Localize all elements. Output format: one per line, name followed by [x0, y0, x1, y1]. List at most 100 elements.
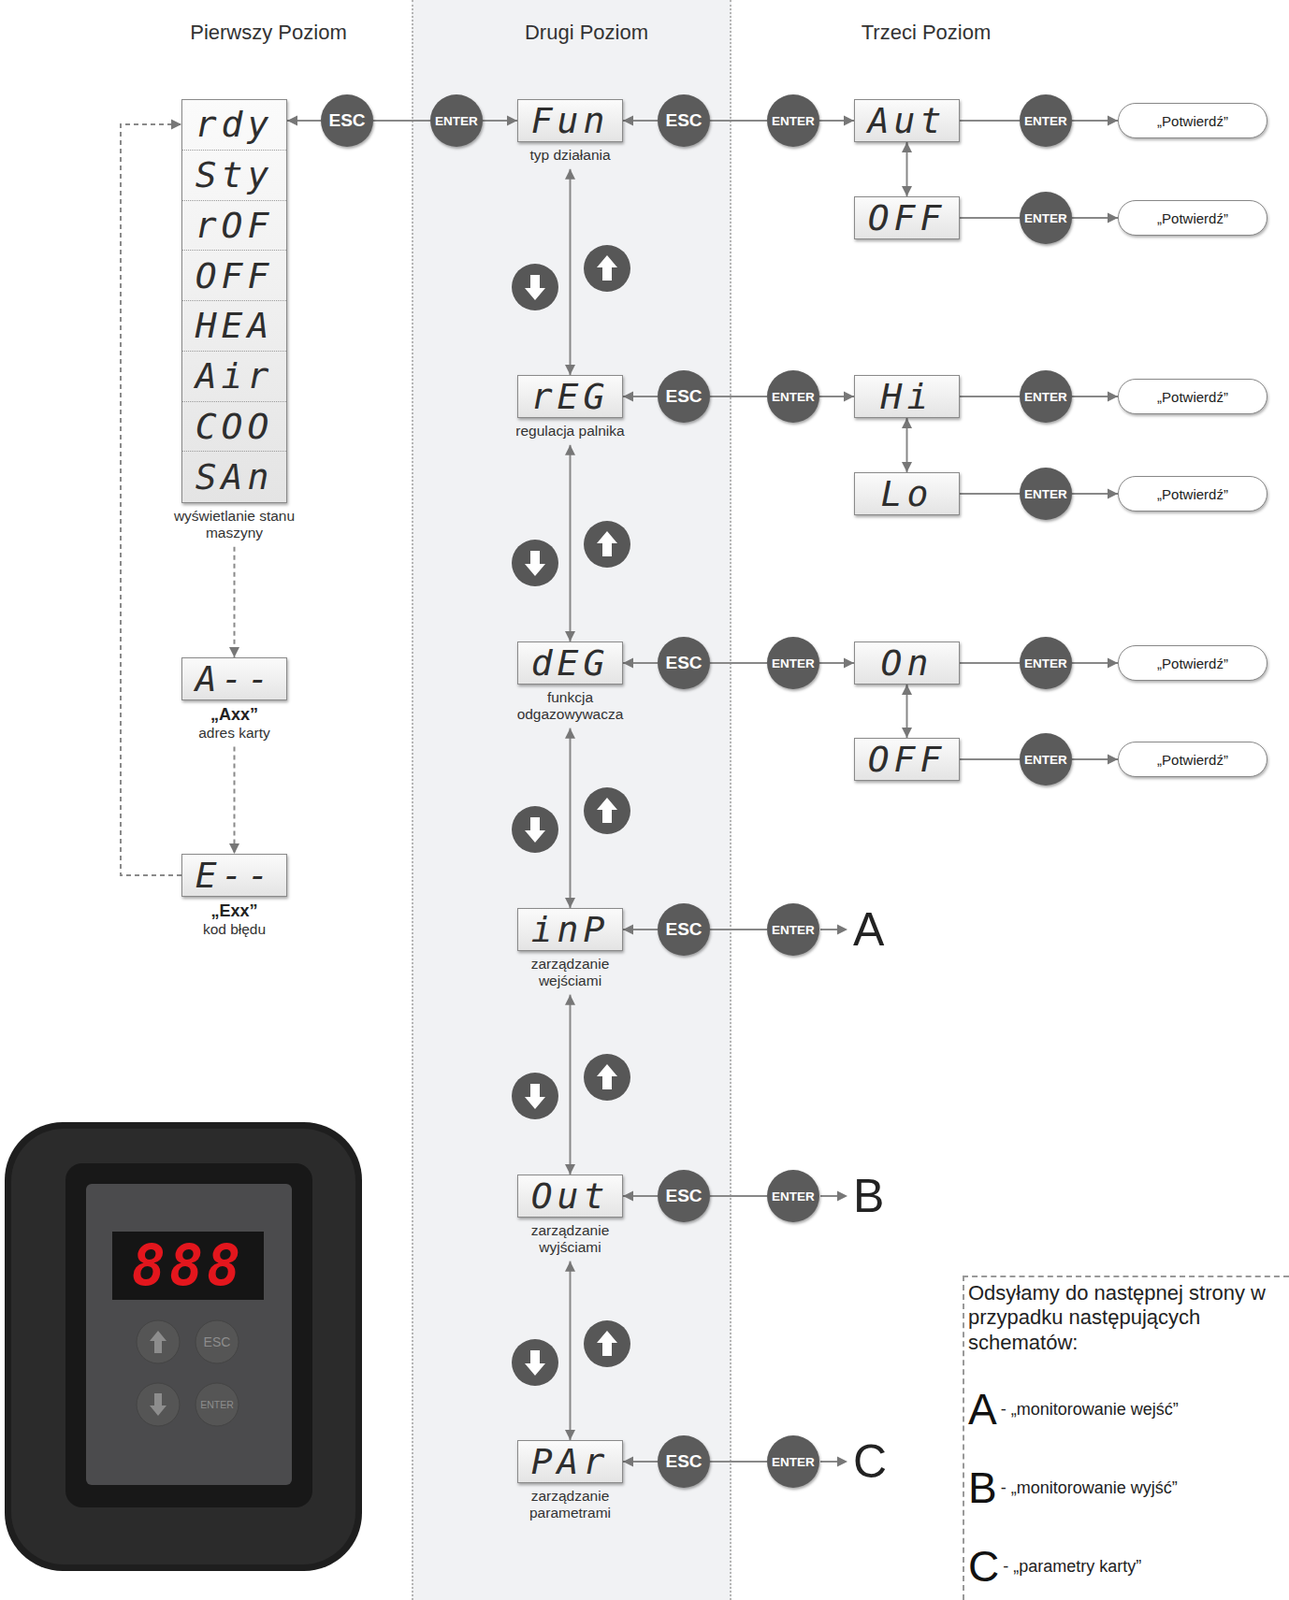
connector — [959, 759, 1020, 761]
arrow-head — [901, 684, 913, 696]
button-label: ENTER — [1024, 753, 1068, 768]
button-label: ESC — [665, 1451, 702, 1473]
caption: regulacja palnika — [509, 418, 632, 446]
connector-line — [569, 169, 572, 376]
connector — [709, 396, 768, 398]
caption-text: kod błędu — [173, 921, 296, 939]
display-text: inP — [531, 912, 610, 948]
arrow-head — [229, 843, 240, 855]
button-label: ENTER — [1024, 211, 1068, 226]
pill-node: „Potwierdź” — [1117, 102, 1268, 139]
caption: zarządzanie wyjściami — [509, 1217, 632, 1262]
connector-line — [120, 124, 182, 876]
arrow-head — [843, 115, 855, 127]
note-row: A- „monitorowanie wejść” — [968, 1370, 1286, 1449]
connector-line — [959, 662, 1020, 665]
button-label: ENTER — [771, 1189, 815, 1204]
reference-arrow — [820, 1461, 841, 1463]
arrow-head — [843, 658, 855, 669]
device-housing-inner — [11, 1129, 356, 1565]
arrow-head — [564, 169, 576, 180]
button-label: ESC — [665, 652, 702, 674]
arrow-head — [622, 1457, 634, 1468]
connector-line — [709, 1195, 768, 1198]
display-face: OFF — [854, 738, 960, 782]
connector — [709, 929, 768, 931]
display-text: Aut — [868, 102, 947, 139]
caption: zarządzanie parametrami — [509, 1483, 632, 1528]
arrow-head — [564, 1261, 576, 1273]
up-button-icon — [583, 1054, 631, 1101]
caption-text: „Axx” — [173, 705, 296, 725]
arrow-head — [1107, 391, 1118, 403]
arrow-head — [564, 631, 576, 642]
display-text: Fun — [531, 102, 610, 139]
arrow-head — [837, 1457, 848, 1468]
display-text: Air — [195, 358, 275, 394]
display-text: SAn — [195, 459, 275, 495]
connector — [564, 728, 576, 909]
connector — [1071, 213, 1118, 224]
connector — [819, 391, 855, 403]
arrow-head — [843, 391, 855, 403]
display-row: Sty — [182, 150, 287, 202]
caption: zarządzanie wejściami — [509, 951, 632, 996]
connector — [1071, 391, 1118, 403]
caption-text: zarządzanie parametrami — [509, 1488, 632, 1522]
circ-node: ENTER — [1019, 191, 1072, 245]
connector-line — [959, 217, 1020, 219]
display-face: Fun — [517, 99, 623, 143]
display-text: Hi — [881, 378, 934, 415]
arrow-head — [837, 1191, 848, 1203]
arrow-head — [901, 727, 913, 739]
label: Pierwszy Poziom — [128, 20, 409, 45]
display-row: Air — [182, 351, 287, 403]
connector-line — [709, 662, 768, 665]
display-face: rEG — [517, 375, 623, 419]
circ-node: ESC — [657, 903, 710, 956]
connector — [622, 925, 658, 936]
pill-node: „Potwierdź” — [1117, 476, 1268, 512]
connector — [622, 115, 658, 127]
arrow-head — [901, 418, 913, 429]
reference-letter: C — [968, 1545, 1000, 1589]
reference-text: - „monitorowanie wyjść” — [1000, 1478, 1178, 1499]
display-text: rdy — [195, 106, 275, 143]
display-face: E-- — [181, 854, 288, 898]
reference-arrow — [820, 1195, 841, 1198]
connector-line — [709, 395, 768, 398]
note-row: B- „monitorowanie wyjść” — [968, 1448, 1286, 1528]
arrow-head — [901, 142, 913, 153]
connector-line — [959, 119, 1020, 122]
display-text: PAr — [531, 1444, 610, 1480]
button-label: ESC — [328, 110, 365, 131]
arrow-head — [564, 897, 576, 909]
caption-text: funkcja odgazowywacza — [509, 689, 632, 724]
circ-node: ENTER — [767, 1435, 820, 1489]
caption: wyświetlanie stanu maszyny — [173, 503, 296, 548]
device-button — [136, 1320, 180, 1364]
button-label: ESC — [665, 110, 702, 131]
caption-text: regulacja palnika — [509, 422, 632, 440]
confirm-text: „Potwierdź” — [1157, 486, 1229, 503]
reference-arrow — [820, 928, 841, 931]
up-button-icon — [583, 787, 631, 835]
circ-node: ENTER — [1019, 370, 1072, 423]
button-label: ENTER — [1024, 487, 1068, 502]
connector — [564, 169, 576, 376]
button-label: ENTER — [771, 923, 815, 938]
circ-node: ESC — [657, 1435, 710, 1489]
label: C — [853, 1435, 887, 1489]
connector-line — [569, 728, 572, 909]
connector — [1071, 754, 1118, 766]
level-band — [411, 0, 732, 1600]
connector-line — [233, 747, 236, 855]
arrow-head — [564, 1430, 576, 1441]
connector — [709, 1196, 768, 1198]
down-button-icon — [511, 806, 559, 854]
display-text: A-- — [195, 661, 275, 697]
caption: typ działania — [509, 142, 632, 170]
connector — [959, 493, 1020, 495]
arrow-head — [622, 115, 634, 127]
arrow-head — [171, 119, 182, 131]
